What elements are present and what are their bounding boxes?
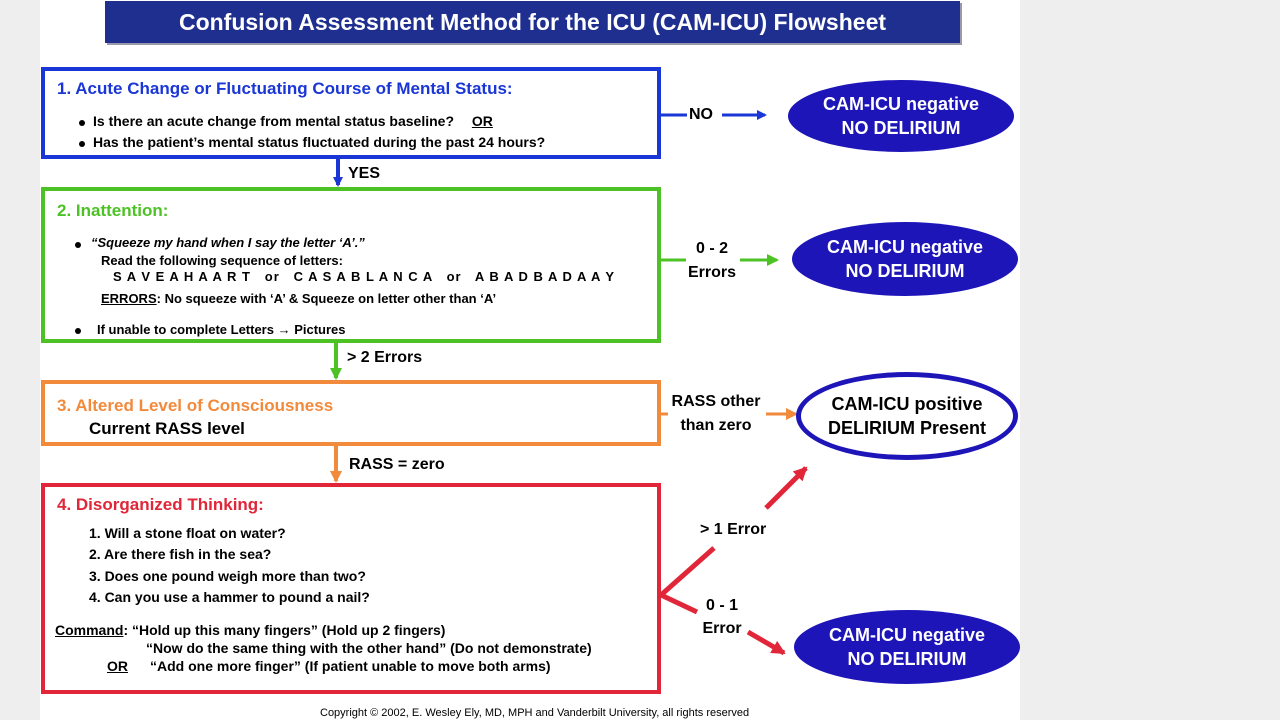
bullet-icon: [79, 120, 85, 126]
step4-command-line-3: OR “Add one more finger” (If patient unab…: [107, 658, 551, 674]
bullet-icon: [75, 242, 81, 248]
edge-label-0-1: 0 - 1: [705, 597, 738, 614]
gt1-error-arrow: [764, 466, 808, 510]
outcome-positive-line2: DELIRIUM Present: [827, 418, 987, 438]
outcome-negative-3: CAM-ICU negative NO DELIRIUM: [794, 610, 1020, 684]
outcome-negative-1-line2: NO DELIRIUM: [841, 118, 961, 138]
edge-label-rass-zero: RASS = zero: [349, 456, 445, 473]
step2-heading: 2. Inattention:: [57, 201, 169, 220]
outcome-negative-2-line1: CAM-ICU negative: [826, 237, 983, 257]
err-0-1-arrow: [746, 629, 786, 656]
step3-box: 3. Altered Level of Consciousness Curren…: [41, 380, 661, 446]
step4-heading: 4. Disorganized Thinking:: [57, 495, 264, 514]
outcome-negative-3-line1: CAM-ICU negative: [828, 625, 985, 645]
step2-pictures-note: If unable to complete Letters → Pictures: [97, 322, 346, 337]
step2-errors-text: : No squeeze with ‘A’ & Squeeze on lette…: [156, 291, 497, 306]
outcome-positive: CAM-ICU positive DELIRIUM Present: [796, 372, 1018, 460]
step4-command-label: Command: [55, 622, 124, 638]
edge-label-gt2-errors: > 2 Errors: [347, 349, 423, 366]
step4-question-2: 2. Are there fish in the sea?: [89, 546, 272, 562]
edge-label-error: Error: [702, 620, 742, 637]
bullet-icon: [75, 328, 81, 334]
outcome-negative-1-line1: CAM-ICU negative: [822, 94, 979, 114]
edge-label-rass-other: RASS other: [671, 393, 761, 410]
edge-label-than-zero: than zero: [680, 417, 752, 434]
step4-question-1: 1. Will a stone float on water?: [89, 525, 286, 541]
outcome-negative-2-line2: NO DELIRIUM: [845, 261, 965, 281]
edge-label-errors: Errors: [687, 264, 737, 281]
outcome-negative-2: CAM-ICU negative NO DELIRIUM: [792, 222, 1018, 296]
step4-box: 4. Disorganized Thinking: 1. Will a ston…: [41, 483, 661, 694]
step2-read-line: Read the following sequence of letters:: [101, 253, 343, 268]
step1-question-1: Is there an acute change from mental sta…: [93, 113, 493, 129]
step4-command-line-1: Command: “Hold up this many fingers” (Ho…: [55, 622, 445, 638]
bullet-icon: [79, 141, 85, 147]
step2-box: 2. Inattention: “Squeeze my hand when I …: [41, 187, 661, 343]
flowsheet-title: Confusion Assessment Method for the ICU …: [105, 1, 960, 43]
step3-rass-level: Current RASS level: [89, 419, 245, 438]
edge-label-gt1-error: > 1 Error: [700, 521, 767, 538]
step4-or-label: OR: [107, 658, 128, 674]
step4-command-line-2: “Now do the same thing with the other ha…: [146, 640, 592, 656]
step2-instruction: “Squeeze my hand when I say the letter ‘…: [91, 235, 365, 250]
step2-errors-line: ERRORS: No squeeze with ‘A’ & Squeeze on…: [101, 291, 496, 306]
step1-question-1-text: Is there an acute change from mental sta…: [93, 113, 454, 129]
step1-or-label: OR: [471, 113, 493, 129]
outcome-positive-line1: CAM-ICU positive: [831, 394, 983, 414]
step1-question-2: Has the patient’s mental status fluctuat…: [93, 134, 546, 150]
outcome-negative-1: CAM-ICU negative NO DELIRIUM: [788, 80, 1014, 152]
step4-command-1: : “Hold up this many fingers” (Hold up 2…: [123, 622, 446, 638]
err-0-1-branch: [659, 592, 699, 615]
edge-label-0-2: 0 - 2: [695, 240, 728, 257]
step4-command-3: “Add one more finger” (If patient unable…: [150, 658, 551, 674]
outcome-negative-3-line2: NO DELIRIUM: [847, 649, 967, 669]
copyright-footer: Copyright © 2002, E. Wesley Ely, MD, MPH…: [320, 707, 750, 719]
step4-question-4: 4. Can you use a hammer to pound a nail?: [89, 589, 370, 605]
step2-letter-sequence: S A V E A H A A R T or C A S A B L A N C…: [113, 269, 616, 284]
step1-box: 1. Acute Change or Fluctuating Course of…: [41, 67, 661, 159]
step4-question-3: 3. Does one pound weigh more than two?: [89, 568, 366, 584]
edge-label-no: NO: [689, 106, 713, 123]
gt1-error-branch: [659, 546, 716, 597]
step3-heading: 3. Altered Level of Consciousness: [57, 396, 334, 415]
edge-label-yes: YES: [348, 165, 381, 182]
step1-heading: 1. Acute Change or Fluctuating Course of…: [57, 79, 513, 98]
step2-errors-label: ERRORS: [101, 291, 157, 306]
